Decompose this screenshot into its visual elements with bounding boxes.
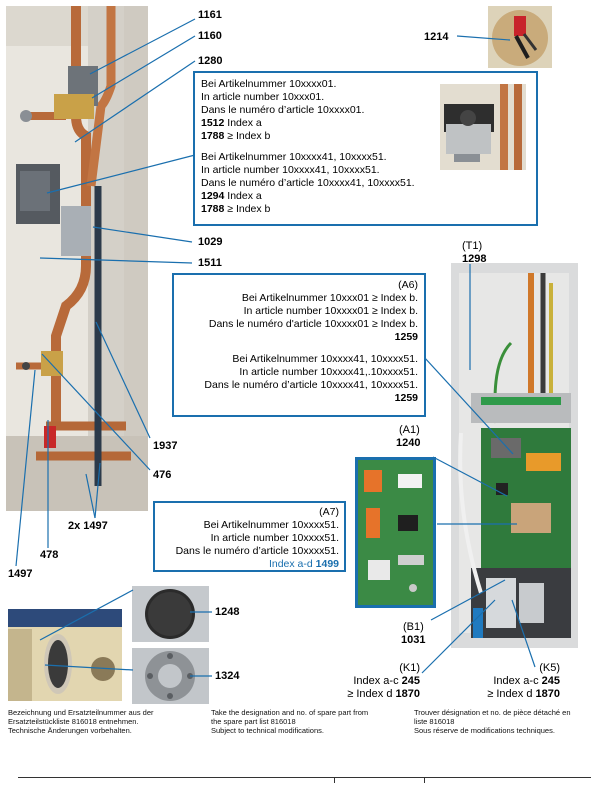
pump-line-6: Bei Artikelnummer 10xxxx41, 10xxxx51.: [201, 151, 387, 163]
a6-line-6: Dans le numéro d’article 10xxxx41, 10xxx…: [204, 379, 418, 391]
label-1240: 1240: [396, 437, 421, 449]
a7-line-4: Index a-d 1499: [268, 558, 339, 570]
hydraulic-photo: [6, 6, 148, 511]
pump-line-5: 1788 ≥ Index b: [201, 130, 271, 142]
pump-line-9: 1294 Index a: [201, 190, 262, 202]
footer-de-1: Bezeichnung und Ersatzteilnummer aus der: [8, 708, 154, 717]
a6-line-4: Bei Artikelnummer 10xxxx41, 10xxxx51.: [232, 353, 418, 365]
label-1160: 1160: [198, 30, 222, 42]
a6-line-3: Dans le numéro d'article 10xxxx01 ≥ Inde…: [208, 318, 418, 330]
k5-line2: ≥ Index d 1870: [487, 688, 560, 700]
label-1031: 1031: [401, 634, 426, 646]
footer-en-3: Subject to technical modifications.: [211, 726, 324, 735]
a6-title: (A6): [398, 279, 418, 291]
a6-line-2: In article number 10xxxx01 ≥ Index b.: [243, 305, 418, 317]
pump-line-7: In article number 10xxxx41, 10xxxx51.: [201, 164, 380, 176]
footer-de-2: Ersatzteilstückliste 816018 entnehmen.: [8, 717, 139, 726]
k1-title: (K1): [399, 662, 420, 674]
footer-fr-1: Trouver désignation et no. de pièce déta…: [414, 708, 571, 717]
cap-photo-1248: [132, 586, 209, 642]
footer-en-2: the spare part list 816018: [211, 717, 296, 726]
label-478: 478: [40, 549, 59, 561]
label-1298: 1298: [462, 253, 487, 265]
sensor-location-photo: [8, 609, 122, 701]
a6-num-2: 1259: [394, 392, 418, 404]
a7-title: (A7): [319, 506, 339, 518]
label-a1: (A1): [399, 424, 420, 436]
k5-title: (K5): [539, 662, 560, 674]
pump-line-4: 1512 Index a: [201, 117, 262, 129]
footer-rule-tick-2: [424, 777, 425, 783]
component-photo-1214: [488, 6, 552, 68]
k1-line2: ≥ Index d 1870: [347, 688, 420, 700]
label-1248: 1248: [215, 606, 240, 618]
label-1161: 1161: [198, 9, 222, 21]
footer-en: Take the designation and no. of spare pa…: [211, 708, 368, 735]
footer-de: Bezeichnung und Ersatzteilnummer aus der…: [8, 708, 154, 735]
footer-fr-3: Sous réserve de modifications techniques…: [414, 726, 555, 735]
pump-line-8: Dans le numéro d’article 10xxxx41, 10xxx…: [201, 177, 415, 189]
label-k5: (K5) Index a-c 245 ≥ Index d 1870: [470, 662, 560, 701]
pump-photo-overlay: [440, 84, 526, 170]
footer-fr-2: liste 816018: [414, 717, 455, 726]
label-1324: 1324: [215, 670, 240, 682]
a6-line-1: Bei Artikelnummer 10xxx01 ≥ Index b.: [241, 292, 418, 304]
label-1497: 1497: [8, 568, 33, 580]
a7-line-1: Bei Artikelnummer 10xxxx51.: [203, 519, 339, 531]
label-1280: 1280: [198, 55, 223, 67]
a6-num-1: 1259: [394, 331, 418, 343]
a7-board-photo: [355, 457, 436, 608]
pump-line-1: Bei Artikelnummer 10xxxx01.: [201, 78, 337, 90]
a6-info-box: (A6) Bei Artikelnummer 10xxx01 ≥ Index b…: [172, 273, 426, 417]
label-476: 476: [153, 469, 172, 481]
control-cabinet-photo: [451, 263, 578, 648]
label-2x-1497: 2x 1497: [68, 520, 108, 532]
label-b1: (B1): [403, 621, 424, 633]
k1-line1: Index a-c 245: [353, 675, 420, 687]
a6-line-5: In article number 10xxxx41,.10xxxx51.: [239, 366, 418, 378]
a7-line-2: In article number 10xxxx51.: [210, 532, 339, 544]
footer-en-1: Take the designation and no. of spare pa…: [211, 708, 369, 717]
label-1214: 1214: [424, 31, 449, 43]
footer-de-3: Technische Änderungen vorbehalten.: [8, 726, 132, 735]
pump-line-3: Dans le numéro d’article 10xxxx01.: [201, 104, 365, 116]
a7-info-box: (A7) Bei Artikelnummer 10xxxx51. In arti…: [153, 501, 346, 572]
label-k1: (K1) Index a-c 245 ≥ Index d 1870: [330, 662, 420, 701]
k5-line1: Index a-c 245: [493, 675, 560, 687]
label-t1: (T1): [462, 240, 483, 252]
footer-fr: Trouver désignation et no. de pièce déta…: [414, 708, 571, 735]
pump-line-10: 1788 ≥ Index b: [201, 203, 271, 215]
flange-photo-1324: [132, 648, 209, 704]
label-1029: 1029: [198, 236, 223, 248]
label-1937: 1937: [153, 440, 178, 452]
a7-line-3: Dans le numéro d’article 10xxxx51.: [175, 545, 339, 557]
footer-rule-tick-1: [334, 777, 335, 783]
label-1511: 1511: [198, 257, 222, 269]
footer-rule: [18, 777, 591, 778]
pump-line-2: In article number 10xxx01.: [201, 91, 325, 103]
